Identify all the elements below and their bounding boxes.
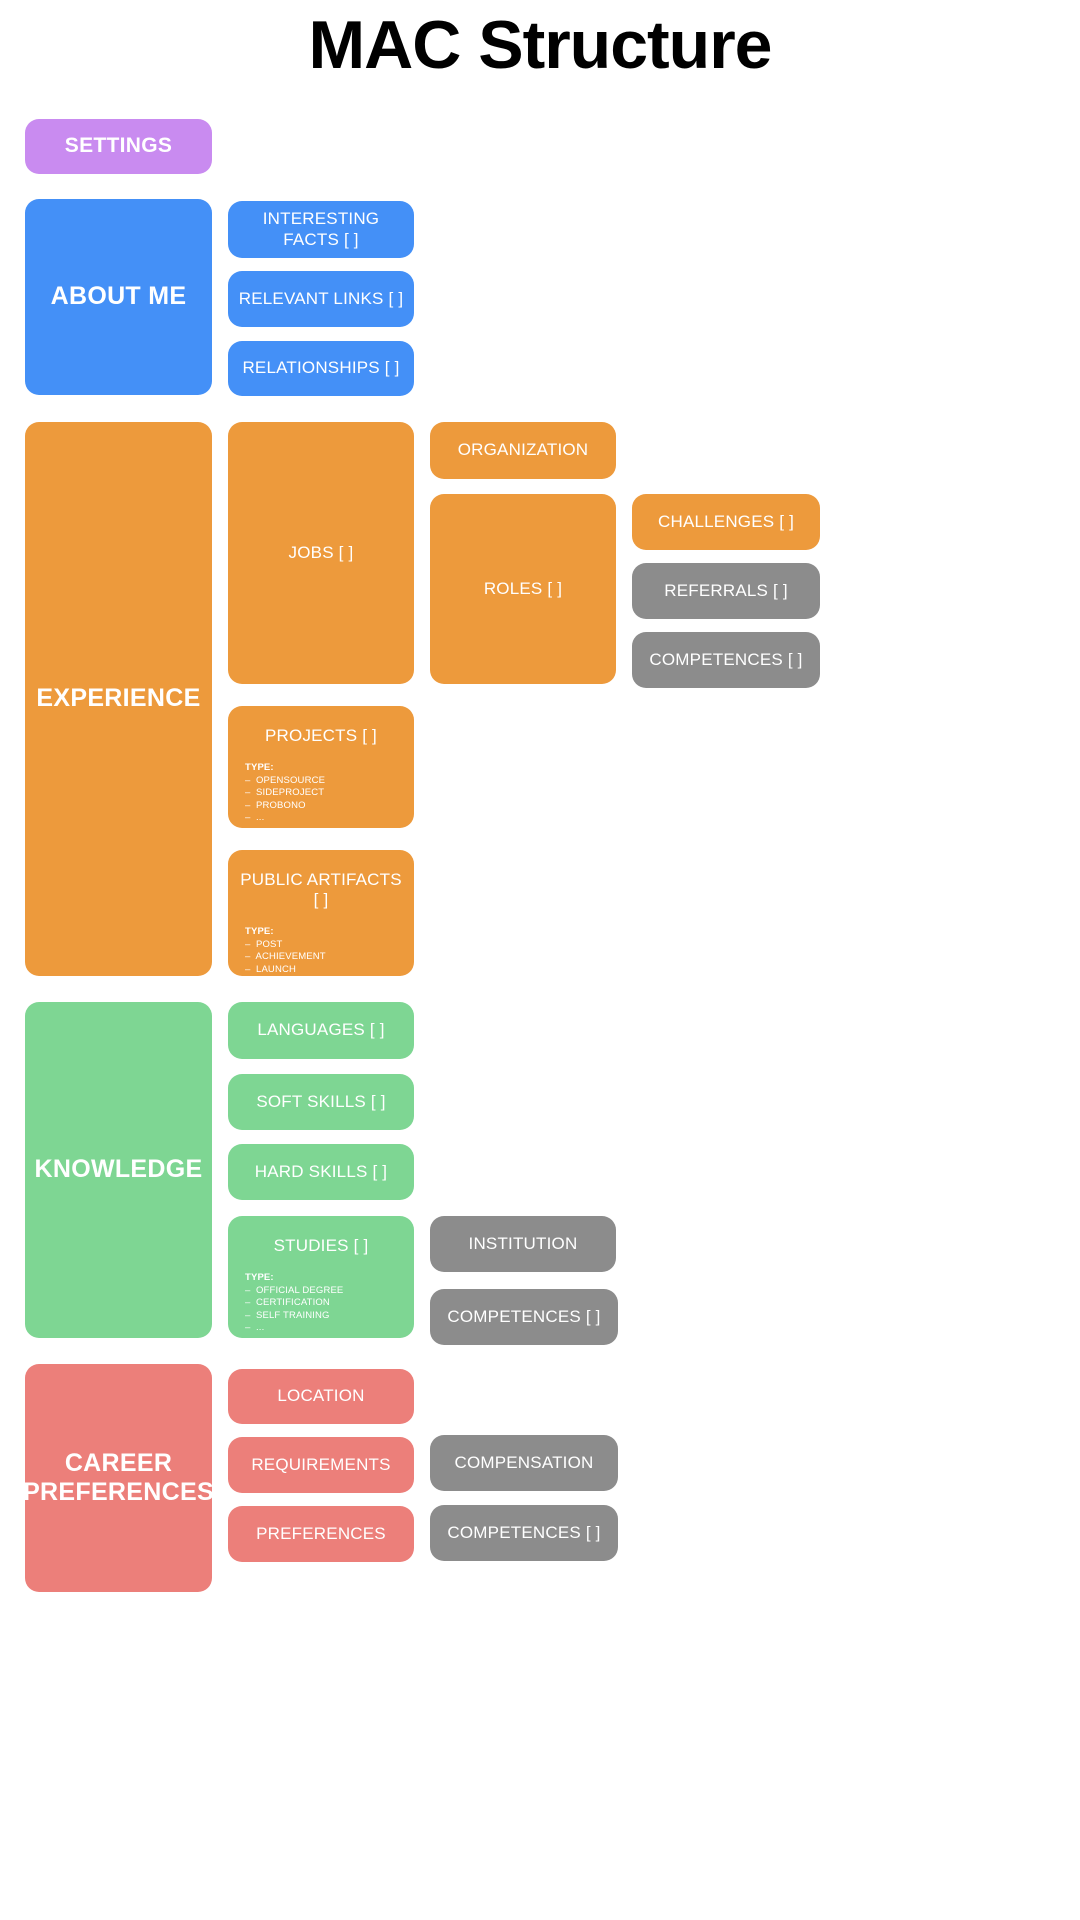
node-public-artifacts[interactable]: PUBLIC ARTIFACTS [ ] TYPE: – POST – ACHI… [228, 850, 414, 976]
node-public-artifacts-type-block: TYPE: – POST – ACHIEVEMENT – LAUNCH – ..… [228, 926, 414, 976]
node-organization-label: ORGANIZATION [457, 440, 589, 460]
node-projects-type-block: TYPE: – OPENSOURCE – SIDEPROJECT – PROBO… [228, 762, 414, 825]
node-studies-type-item: – CERTIFICATION [245, 1297, 330, 1309]
node-public-artifacts-type-item: – LAUNCH [245, 963, 296, 975]
node-projects-type-heading: TYPE: [245, 762, 274, 773]
node-organization[interactable]: ORGANIZATION [430, 422, 616, 479]
node-knowledge-label: KNOWLEDGE [34, 1155, 203, 1184]
node-experience-label: EXPERIENCE [36, 684, 201, 713]
node-location-label: LOCATION [277, 1386, 365, 1406]
node-public-artifacts-type-item: – ACHIEVEMENT [245, 951, 326, 963]
node-studies-type-item: – ... [245, 1322, 265, 1334]
node-relevant-links[interactable]: RELEVANT LINKS [ ] [228, 271, 414, 327]
node-experience-competences[interactable]: COMPETENCES [ ] [632, 632, 820, 688]
node-projects-type-item: – ... [245, 812, 265, 824]
node-studies-type-item: – SELF TRAINING [245, 1309, 330, 1321]
node-interesting-facts-label: INTERESTING FACTS [ ] [262, 209, 380, 249]
node-settings-label: SETTINGS [64, 134, 173, 158]
node-jobs-label: JOBS [ ] [288, 542, 354, 562]
node-projects-type-item: – PROBONO [245, 799, 306, 811]
node-compensation-label: COMPENSATION [454, 1452, 594, 1472]
node-studies[interactable]: STUDIES [ ] TYPE: – OFFICIAL DEGREE – CE… [228, 1216, 414, 1338]
node-public-artifacts-type-item: – POST [245, 938, 283, 950]
node-interesting-facts[interactable]: INTERESTING FACTS [ ] [228, 201, 414, 258]
node-career-preferences[interactable]: CAREER PREFERENCES [25, 1364, 212, 1592]
node-requirements-label: REQUIREMENTS [251, 1454, 391, 1474]
node-experience-referrals[interactable]: REFERRALS [ ] [632, 563, 820, 619]
node-knowledge-competences[interactable]: COMPETENCES [ ] [430, 1289, 618, 1345]
node-knowledge-competences-label: COMPETENCES [ ] [447, 1306, 601, 1326]
node-hard-skills-label: HARD SKILLS [ ] [254, 1161, 388, 1181]
node-challenges[interactable]: CHALLENGES [ ] [632, 494, 820, 550]
node-compensation[interactable]: COMPENSATION [430, 1435, 618, 1491]
node-projects-type-item: – OPENSOURCE [245, 774, 326, 786]
page-title: MAC Structure [308, 7, 772, 83]
node-about-me-label: ABOUT ME [50, 282, 187, 311]
node-studies-type-block: TYPE: – OFFICIAL DEGREE – CERTIFICATION … [228, 1272, 414, 1335]
node-jobs[interactable]: JOBS [ ] [228, 422, 414, 684]
node-projects[interactable]: PROJECTS [ ] TYPE: – OPENSOURCE – SIDEPR… [228, 706, 414, 828]
node-projects-label: PROJECTS [ ] [265, 726, 377, 745]
node-studies-label: STUDIES [ ] [273, 1236, 369, 1255]
node-relationships-label: RELATIONSHIPS [ ] [242, 358, 400, 378]
node-studies-type-heading: TYPE: [245, 1272, 274, 1283]
node-public-artifacts-type-heading: TYPE: [245, 926, 274, 937]
node-languages[interactable]: LANGUAGES [ ] [228, 1002, 414, 1059]
node-about-me[interactable]: ABOUT ME [25, 199, 212, 395]
node-preferences-label: PREFERENCES [256, 1523, 386, 1543]
node-relevant-links-label: RELEVANT LINKS [ ] [238, 288, 404, 308]
node-location[interactable]: LOCATION [228, 1369, 414, 1424]
node-roles[interactable]: ROLES [ ] [430, 494, 616, 684]
node-roles-label: ROLES [ ] [483, 578, 563, 598]
node-projects-type-item: – SIDEPROJECT [245, 787, 325, 799]
node-experience[interactable]: EXPERIENCE [25, 422, 212, 976]
node-preferences[interactable]: PREFERENCES [228, 1506, 414, 1562]
node-institution[interactable]: INSTITUTION [430, 1216, 616, 1272]
node-career-competences-label: COMPETENCES [ ] [447, 1522, 601, 1542]
node-relationships[interactable]: RELATIONSHIPS [ ] [228, 341, 414, 396]
node-experience-referrals-label: REFERRALS [ ] [664, 580, 788, 600]
node-career-preferences-label: CAREER PREFERENCES [25, 1448, 212, 1507]
node-settings[interactable]: SETTINGS [25, 119, 212, 174]
node-soft-skills[interactable]: SOFT SKILLS [ ] [228, 1074, 414, 1130]
node-languages-label: LANGUAGES [ ] [257, 1020, 385, 1040]
node-institution-label: INSTITUTION [468, 1233, 578, 1253]
node-challenges-label: CHALLENGES [ ] [657, 511, 794, 531]
node-knowledge[interactable]: KNOWLEDGE [25, 1002, 212, 1338]
node-hard-skills[interactable]: HARD SKILLS [ ] [228, 1144, 414, 1200]
node-studies-type-item: – OFFICIAL DEGREE [245, 1284, 344, 1296]
node-career-competences[interactable]: COMPETENCES [ ] [430, 1505, 618, 1561]
node-requirements[interactable]: REQUIREMENTS [228, 1437, 414, 1493]
node-soft-skills-label: SOFT SKILLS [ ] [256, 1091, 386, 1111]
node-public-artifacts-label: PUBLIC ARTIFACTS [ ] [240, 870, 402, 909]
node-experience-competences-label: COMPETENCES [ ] [649, 649, 803, 669]
